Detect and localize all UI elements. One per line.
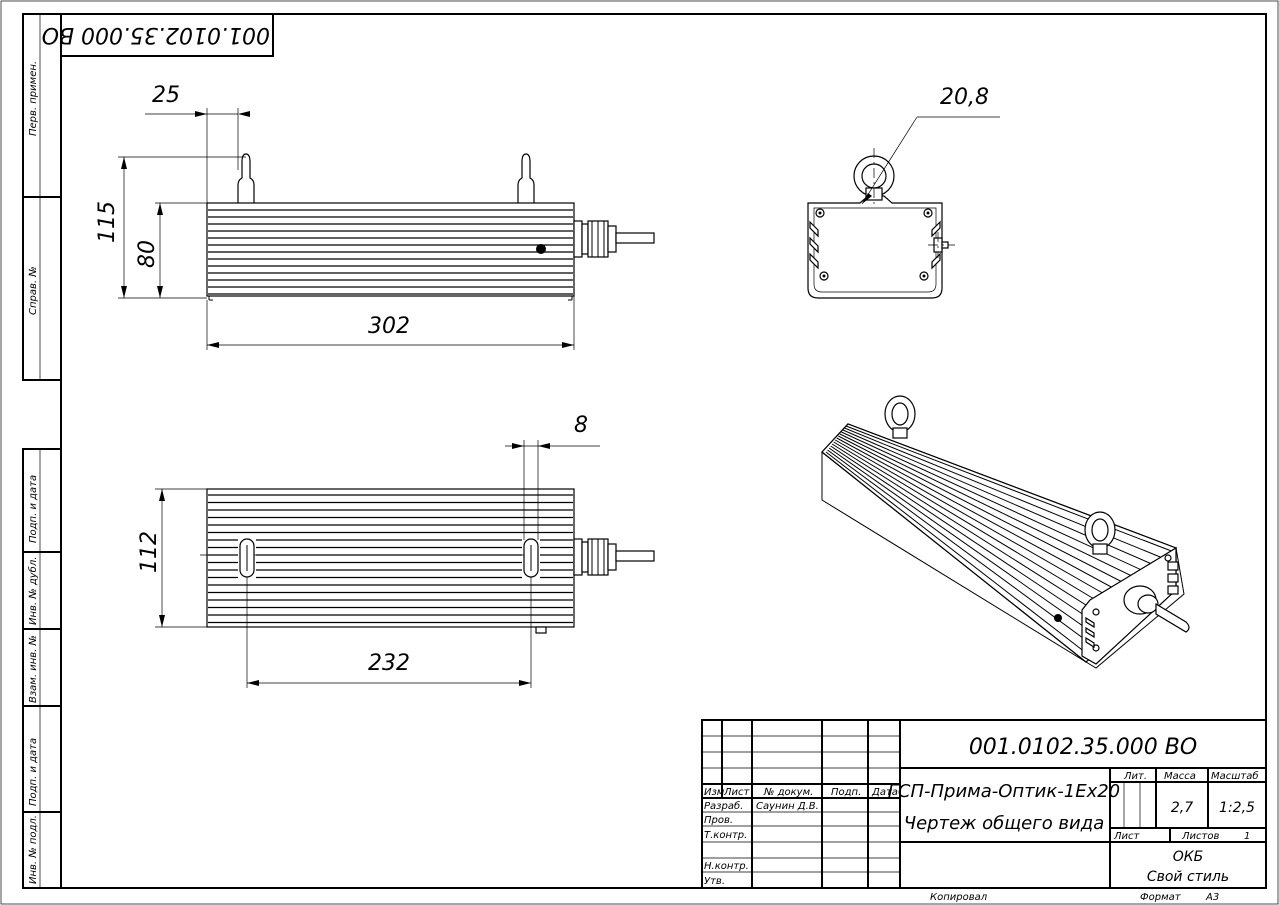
title-block: 001.0102.35.000 ВО ГСП-Прима-Оптик-1Ex20… xyxy=(701,719,1267,889)
col-sign: Подп. xyxy=(831,787,861,798)
fin-line xyxy=(839,433,1149,585)
dim-lug-offset: 25 xyxy=(152,83,180,108)
fin-line xyxy=(827,449,1097,649)
dim-height-body: 80 xyxy=(135,240,160,268)
title-document-name: Чертеж общего вида xyxy=(904,813,1104,834)
format-label: Формат xyxy=(1140,892,1182,903)
isometric-view xyxy=(821,395,1190,669)
sheets-value: 1 xyxy=(1244,831,1250,842)
fin-line xyxy=(838,435,1142,593)
dim-ring-diameter: 20,8 xyxy=(940,85,989,110)
margin-vzam-inv: Взам. инв. № xyxy=(28,635,39,703)
side-view xyxy=(807,148,955,299)
margin-podp-data-2: Подп. и дата xyxy=(28,738,39,806)
title-designation: 001.0102.35.000 ВО xyxy=(969,735,1197,760)
side-view-dimensions: 20,8 xyxy=(861,85,1000,205)
row-prov: Пров. xyxy=(704,815,733,826)
org-line-2: Свой стиль xyxy=(1147,869,1229,885)
mass-label: Масса xyxy=(1164,771,1196,782)
fin-line xyxy=(825,451,1091,657)
razrab-name: Саунин Д.В. xyxy=(756,801,819,812)
side-margin-table: Перв. примен. Справ. № Подп. и дата Инв.… xyxy=(22,13,62,889)
org-line-1: ОКБ xyxy=(1173,849,1204,865)
dim-width: 112 xyxy=(137,531,162,573)
col-list: Лист xyxy=(723,787,751,798)
margin-inv-dubl: Инв. № дубл. xyxy=(27,557,39,625)
scale-value: 1:2,5 xyxy=(1219,800,1255,816)
row-tkontr: Т.контр. xyxy=(704,830,747,841)
top-view-fins xyxy=(208,494,573,624)
front-view-dimensions: 25 115 80 302 xyxy=(95,83,575,350)
dim-slot-width: 8 xyxy=(574,413,588,438)
row-razrab: Разраб. xyxy=(704,800,743,812)
fin-line xyxy=(828,447,1104,641)
top-view xyxy=(200,488,655,634)
corner-stamp: 001.0102.35.000 ВО xyxy=(42,13,274,57)
margin-podp-data-1: Подп. и дата xyxy=(28,475,39,543)
sheet-label: Лист xyxy=(1113,831,1141,842)
front-view-screw xyxy=(536,244,546,254)
fin-line xyxy=(845,425,1175,553)
col-izm: Изм xyxy=(704,787,725,798)
fin-line xyxy=(834,439,1130,609)
fin-line xyxy=(833,441,1123,617)
corner-stamp-text: 001.0102.35.000 ВО xyxy=(42,22,270,47)
fin-line xyxy=(831,443,1117,625)
front-view-fins xyxy=(208,209,573,295)
margin-sprav-no: Справ. № xyxy=(28,266,39,315)
col-date: Дата xyxy=(871,787,898,798)
copied-label: Копировал xyxy=(930,892,988,903)
margin-perv-primen: Перв. примен. xyxy=(28,61,39,136)
top-view-dimensions: 8 112 232 xyxy=(137,413,600,688)
lit-label: Лит. xyxy=(1123,771,1147,782)
scale-label: Масштаб xyxy=(1211,770,1259,782)
dim-lug-spacing: 232 xyxy=(368,651,410,676)
row-utv: Утв. xyxy=(704,876,725,887)
format-value: А3 xyxy=(1205,892,1219,903)
mass-value: 2,7 xyxy=(1171,800,1193,816)
title-product-name: ГСП-Прима-Оптик-1Ex20 xyxy=(888,781,1120,802)
col-doc: № докум. xyxy=(763,787,813,798)
row-nkontr: Н.контр. xyxy=(704,861,749,872)
fin-line xyxy=(836,437,1136,601)
dim-height-total: 115 xyxy=(95,201,120,243)
dim-length: 302 xyxy=(368,314,410,339)
sheets-label: Листов xyxy=(1181,831,1219,842)
margin-inv-podl: Инв. № подл. xyxy=(28,815,39,884)
fin-line xyxy=(830,445,1110,633)
front-view xyxy=(206,153,655,301)
